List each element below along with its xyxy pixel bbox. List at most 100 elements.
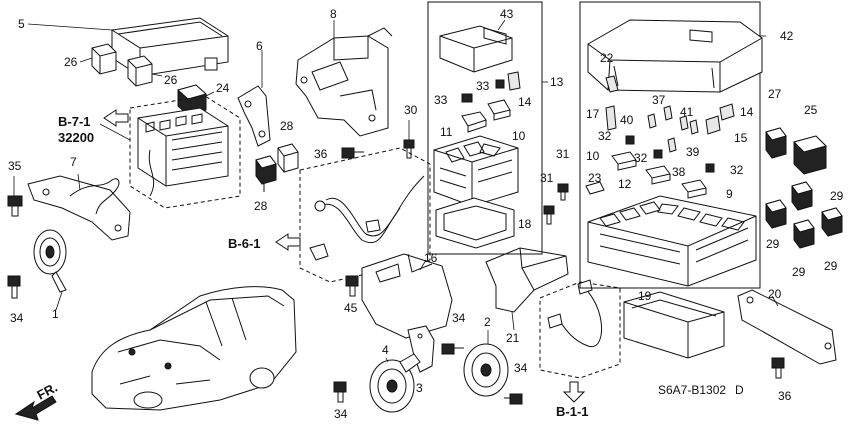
callout-12: 12 [618, 177, 632, 191]
callout-28a: 28 [280, 119, 294, 133]
callout-4: 4 [382, 343, 389, 357]
callout-20: 20 [768, 287, 782, 301]
callout-34a: 34 [10, 311, 24, 325]
callout-36a: 36 [314, 147, 328, 161]
callout-43: 43 [500, 7, 514, 21]
callout-29a: 29 [830, 189, 844, 203]
callout-10b: 10 [586, 149, 600, 163]
callout-1: 1 [52, 307, 59, 321]
ref-arrow-b71 [103, 109, 129, 127]
callout-34d: 34 [514, 361, 528, 375]
callout-16: 16 [424, 251, 438, 265]
callout-25: 25 [804, 103, 818, 117]
ref-b61[interactable]: B-6-1 [228, 236, 261, 251]
callout-2: 2 [484, 315, 491, 329]
callout-37: 37 [652, 93, 666, 107]
front-arrow [14, 395, 57, 421]
subharness-box [539, 279, 621, 379]
callout-27: 27 [768, 87, 782, 101]
callout-36b: 36 [778, 389, 792, 403]
callout-11: 11 [440, 125, 453, 139]
part-21-bracket [485, 247, 569, 331]
diagram-suffix: D [735, 383, 744, 397]
callout-31a: 31 [556, 147, 570, 161]
part-7-bracket [27, 173, 131, 241]
part-8-bracket [295, 20, 393, 137]
part-29-relays [765, 181, 843, 249]
callout-13: 13 [550, 75, 564, 89]
callout-6: 6 [256, 39, 263, 53]
callout-40: 40 [620, 113, 634, 127]
relay-box-13 [427, 1, 548, 255]
ref-b71[interactable]: B-7-1 [58, 114, 91, 129]
callout-32b: 32 [634, 151, 648, 165]
part-4-horn [369, 353, 421, 413]
callout-10a: 10 [512, 129, 526, 143]
callout-18: 18 [518, 217, 532, 231]
fusebox-42 [579, 1, 766, 359]
ref-b71-code[interactable]: 32200 [58, 130, 94, 145]
callout-5: 5 [18, 17, 25, 31]
part-34-bolt-left [7, 275, 21, 299]
part-36-bolt [341, 147, 364, 159]
callout-9: 9 [726, 187, 733, 201]
part-35-bolt [7, 176, 23, 217]
part-34-bolt-mid [441, 343, 464, 355]
part-20-bracket [737, 289, 837, 365]
part-28-relays [255, 143, 299, 192]
callout-19: 19 [638, 289, 652, 303]
part-34-bolt-right [504, 393, 523, 405]
callout-34c: 34 [334, 407, 348, 421]
part-26-relays [79, 43, 163, 87]
callout-22: 22 [600, 51, 614, 65]
callout-26a: 26 [64, 55, 78, 69]
callout-14b: 14 [740, 105, 754, 119]
diagram-code: S6A7-B1302 [658, 383, 726, 397]
callout-38: 38 [672, 165, 686, 179]
part-16-plate [361, 253, 453, 339]
callout-29b: 29 [766, 237, 780, 251]
callout-33b: 33 [434, 93, 448, 107]
part-34-bolt-bottom [333, 381, 347, 403]
callout-23: 23 [588, 171, 602, 185]
callout-33a: 33 [476, 79, 490, 93]
ref-b11[interactable]: B-1-1 [556, 404, 589, 419]
fusebox-left [99, 95, 241, 209]
callout-30: 30 [404, 103, 418, 117]
ref-arrow-b11 [562, 381, 586, 403]
callout-39: 39 [686, 145, 700, 159]
callout-32a: 32 [598, 129, 612, 143]
part-24-relay [176, 84, 215, 116]
part-31-bolts [543, 183, 569, 225]
part-1-horn [33, 229, 67, 311]
callout-17: 17 [586, 107, 600, 121]
callout-28b: 28 [254, 199, 268, 213]
callout-21: 21 [506, 331, 520, 345]
part-45-bolt [345, 275, 359, 297]
part-6-bracket [237, 50, 271, 147]
callout-15: 15 [734, 131, 748, 145]
part-36-bolt-right [771, 357, 785, 379]
callout-31b: 31 [540, 171, 554, 185]
callout-35: 35 [8, 159, 22, 173]
callout-29c: 29 [792, 265, 806, 279]
part-27-relay [765, 127, 787, 159]
callout-34b: 34 [452, 311, 466, 325]
callout-3: 3 [416, 381, 423, 395]
callout-8: 8 [330, 7, 337, 21]
callout-26b: 26 [164, 73, 178, 87]
part-30-bolt [403, 120, 415, 159]
callout-45: 45 [344, 301, 358, 315]
callout-7: 7 [70, 155, 77, 169]
front-label: FR. [34, 380, 60, 403]
part-2-horn [463, 330, 509, 397]
callout-14a: 14 [518, 95, 532, 109]
reference-labels: B-7-1 32200 B-6-1 B-1-1 FR. S6A7-B1302 D [34, 114, 744, 419]
ref-arrow-b61 [275, 233, 301, 251]
callout-32c: 32 [730, 163, 744, 177]
cable-box [299, 147, 431, 283]
callout-29d: 29 [824, 259, 838, 273]
callout-labels: 5 26 26 24 6 8 7 35 28 28 30 36 1 34 45 … [8, 7, 844, 421]
